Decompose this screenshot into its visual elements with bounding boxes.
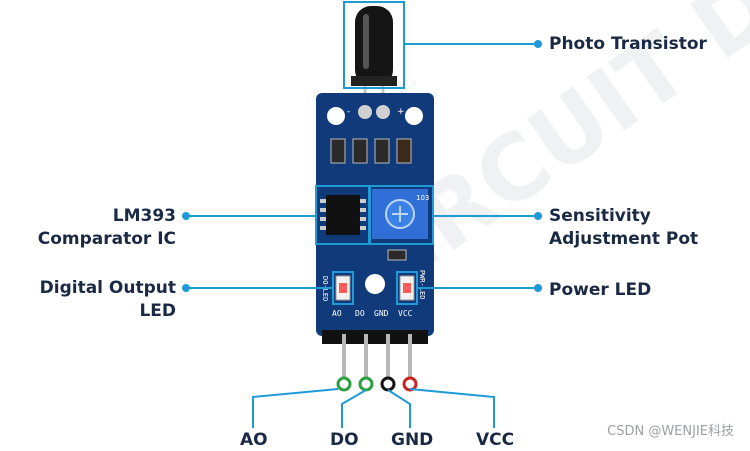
silk-do: DO [355, 309, 365, 318]
pin-label-vcc: VCC [476, 430, 515, 450]
pin-label-gnd: GND [391, 430, 434, 450]
pin-marker-do [358, 376, 374, 392]
smd-components [330, 138, 412, 164]
sensitivity-label-line2: Adjustment Pot [549, 229, 699, 249]
lm393-label-line2: Comparator IC [37, 229, 176, 249]
lm393-label: LM393 Comparator IC [38, 205, 176, 251]
lm393-label-line1: LM393 [112, 206, 176, 226]
digital-output-label-line1: Digital Output [39, 278, 176, 298]
photo-transistor-label: Photo Transistor [549, 34, 707, 54]
callout-leaders [186, 43, 538, 289]
pin-label-ao: AO [240, 430, 268, 450]
pin-marker-vcc [402, 376, 418, 392]
silk-gnd: GND [374, 309, 389, 318]
digital-output-led [335, 275, 351, 301]
sensitivity-pot-label: Sensitivity Adjustment Pot [549, 205, 698, 251]
power-led-label: Power LED [549, 280, 652, 300]
digital-output-label-line2: LED [139, 301, 176, 321]
credit-watermark: CSDN @WENJIE科技 [607, 424, 734, 439]
pwr-led-silkscreen: PWR-LED [418, 270, 426, 300]
pot-marking: 103 [416, 194, 429, 202]
pin-label-do: DO [330, 430, 359, 450]
sensitivity-label-line1: Sensitivity [549, 206, 651, 226]
sensor-board: - + 103 [316, 93, 434, 336]
silk-ao: AO [332, 309, 342, 318]
callout-dots [182, 40, 542, 292]
digital-output-led-label: Digital Output LED [40, 277, 176, 323]
svg-text:-: - [347, 107, 350, 117]
svg-text:+: + [397, 107, 405, 117]
pin-marker-gnd [380, 376, 396, 392]
lm393-chip [320, 195, 366, 235]
pin-marker-ao [336, 376, 352, 392]
pin-markers [336, 376, 418, 392]
photo-transistor [351, 6, 397, 110]
silk-vcc: VCC [398, 309, 413, 318]
pin-leaders [252, 388, 495, 428]
potentiometer: 103 [372, 189, 429, 239]
header-pins [322, 330, 428, 378]
power-led [399, 275, 415, 301]
